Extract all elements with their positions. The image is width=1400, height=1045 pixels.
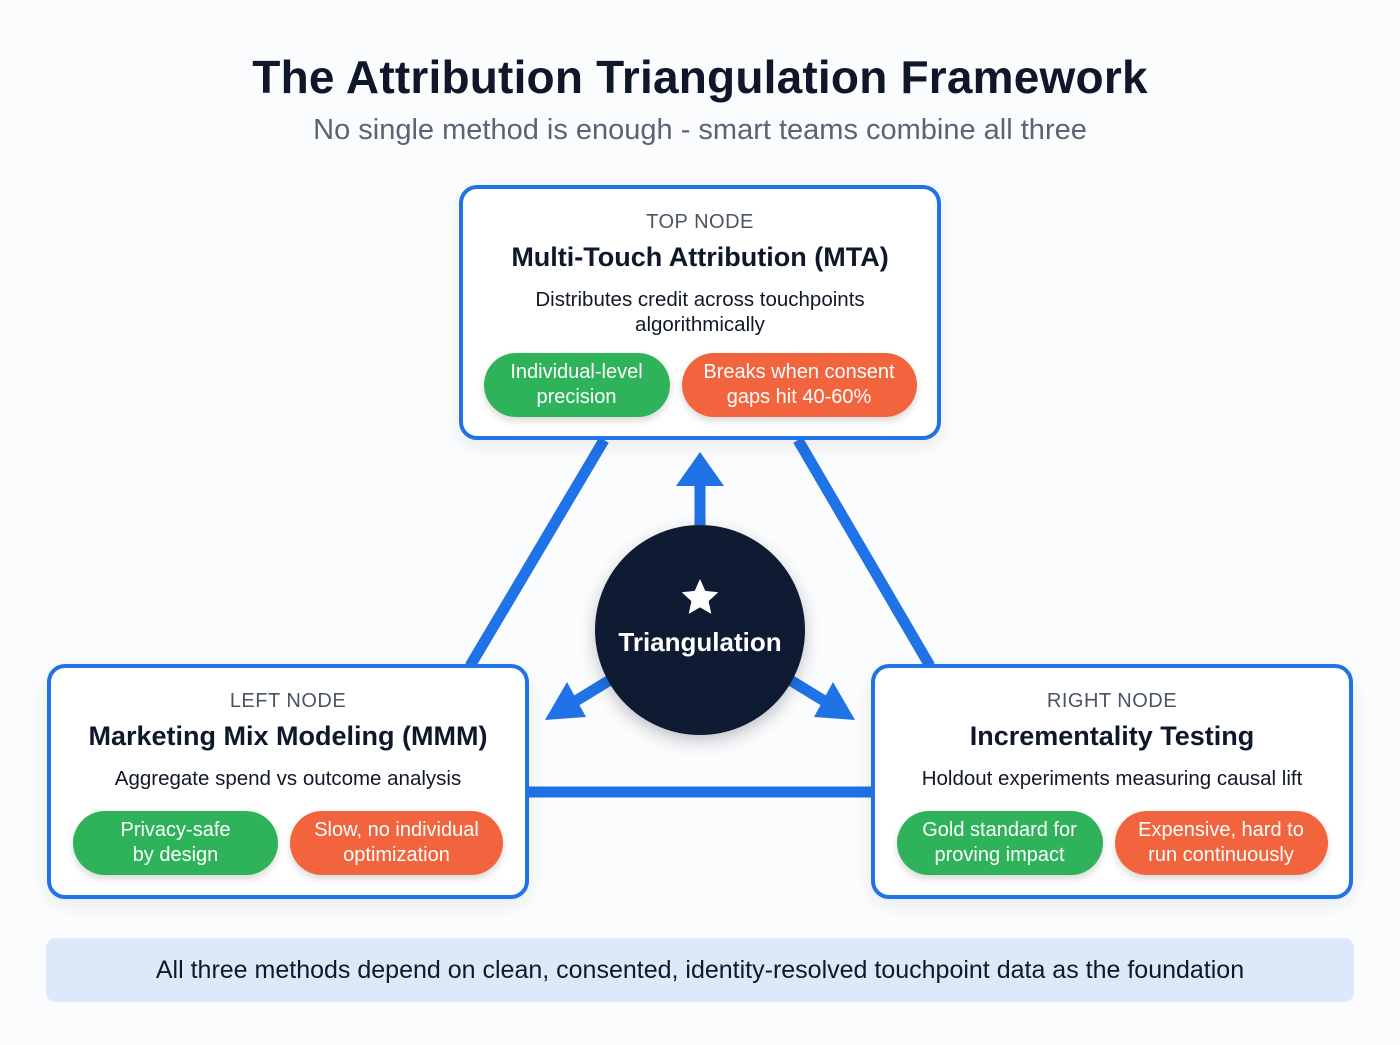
page-subtitle: No single method is enough - smart teams…	[313, 114, 1087, 146]
node-pills: Privacy-safe by design Slow, no individu…	[51, 811, 525, 875]
edge-top-right	[793, 437, 935, 669]
node-pills: Individual-level precision Breaks when c…	[463, 353, 937, 417]
pro-pill: Privacy-safe by design	[73, 811, 278, 875]
node-tag: TOP NODE	[646, 211, 754, 233]
arrow-shaft-right	[787, 675, 829, 707]
node-tag: LEFT NODE	[229, 690, 347, 712]
arrow-up-head	[676, 452, 724, 486]
node-description: Distributes credit across touchpoints al…	[535, 288, 865, 336]
pro-pill: Individual-level precision	[483, 353, 670, 417]
node-tag: RIGHT NODE	[1046, 690, 1178, 712]
star-icon	[681, 579, 719, 614]
arrow-left-head	[545, 682, 586, 720]
node-pills: Gold standard for proving impact Expensi…	[875, 811, 1349, 875]
center-hub: Triangulation	[595, 525, 805, 735]
page-title: The Attribution Triangulation Framework	[252, 51, 1148, 103]
node-mta: TOP NODE Multi-Touch Attribution (MTA) D…	[459, 185, 941, 440]
pro-pill: Gold standard for proving impact	[896, 811, 1103, 875]
arrow-shaft-left	[571, 675, 613, 707]
node-description: Aggregate spend vs outcome analysis	[114, 767, 462, 790]
center-label: Triangulation	[618, 627, 782, 657]
con-pill: Breaks when consent gaps hit 40-60%	[681, 353, 917, 417]
con-pill: Slow, no individual optimization	[290, 811, 503, 875]
node-mmm: LEFT NODE Marketing Mix Modeling (MMM) A…	[47, 664, 529, 899]
node-incrementality: RIGHT NODE Incrementality Testing Holdou…	[871, 664, 1353, 899]
node-title: Incrementality Testing	[969, 721, 1255, 751]
edge-top-left	[465, 437, 609, 669]
node-title: Multi-Touch Attribution (MTA)	[511, 242, 889, 272]
arrow-right-head	[814, 682, 855, 720]
footer-banner: All three methods depend on clean, conse…	[46, 938, 1354, 1002]
con-pill: Expensive, hard to run continuously	[1114, 811, 1328, 875]
node-description: Holdout experiments measuring causal lif…	[921, 767, 1303, 790]
node-title: Marketing Mix Modeling (MMM)	[88, 721, 488, 751]
